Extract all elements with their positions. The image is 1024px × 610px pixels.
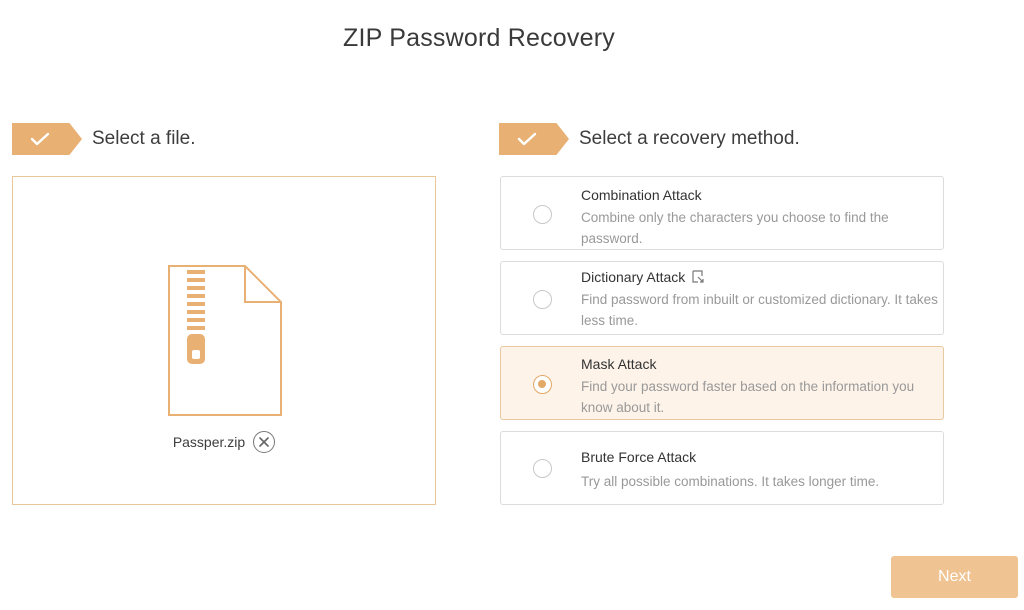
method-title: Brute Force Attack bbox=[581, 449, 696, 465]
step-flag bbox=[499, 123, 569, 155]
page-title: ZIP Password Recovery bbox=[343, 24, 615, 52]
external-link-icon[interactable] bbox=[691, 270, 704, 284]
zip-file-icon bbox=[168, 265, 282, 416]
step-flag bbox=[12, 123, 82, 155]
step-select-file-label: Select a file. bbox=[92, 128, 196, 149]
method-title-text: Brute Force Attack bbox=[581, 449, 697, 465]
method-description: Find your password faster based on the i… bbox=[581, 379, 915, 415]
method-title: Mask Attack bbox=[581, 356, 656, 372]
radio-button[interactable] bbox=[533, 459, 552, 478]
method-title: Combination Attack bbox=[581, 187, 702, 203]
selected-file-row: Passper.zip bbox=[13, 431, 435, 453]
radio-button[interactable] bbox=[533, 205, 552, 224]
method-option-dictionary[interactable]: Dictionary Attack Find password from inb… bbox=[500, 261, 944, 335]
method-description: Find password from inbuilt or customized… bbox=[581, 292, 938, 328]
close-icon bbox=[259, 437, 269, 447]
next-button[interactable]: Next bbox=[891, 556, 1018, 598]
step-select-method-label: Select a recovery method. bbox=[579, 128, 800, 149]
method-description: Combine only the characters you choose t… bbox=[581, 210, 889, 246]
file-name: Passper.zip bbox=[172, 434, 246, 450]
file-drop-panel[interactable]: Passper.zip bbox=[12, 176, 436, 505]
method-title-text: Combination Attack bbox=[581, 187, 702, 203]
checkmark-icon bbox=[517, 132, 537, 146]
method-option-combination[interactable]: Combination Attack Combine only the char… bbox=[500, 176, 944, 250]
step-select-method-header: Select a recovery method. bbox=[499, 123, 800, 155]
method-option-brute-force[interactable]: Brute Force Attack Try all possible comb… bbox=[500, 431, 944, 505]
checkmark-icon bbox=[30, 132, 50, 146]
method-title: Dictionary Attack bbox=[581, 269, 704, 285]
radio-button[interactable] bbox=[533, 290, 552, 309]
method-description: Try all possible combinations. It takes … bbox=[581, 474, 880, 489]
radio-button-selected[interactable] bbox=[533, 375, 552, 394]
method-title-text: Mask Attack bbox=[581, 356, 657, 372]
remove-file-button[interactable] bbox=[253, 431, 276, 453]
method-option-mask[interactable]: Mask Attack Find your password faster ba… bbox=[500, 346, 944, 420]
method-title-text: Dictionary Attack bbox=[581, 269, 686, 285]
radio-dot bbox=[538, 380, 546, 388]
step-select-file-header: Select a file. bbox=[12, 123, 196, 155]
